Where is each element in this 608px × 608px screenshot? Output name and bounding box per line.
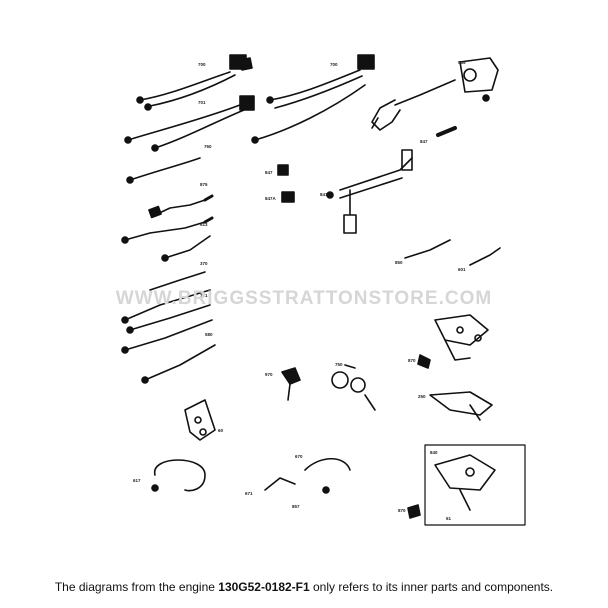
- wiring-harness-3: [251, 54, 375, 144]
- svg-text:670: 670: [295, 454, 303, 459]
- wire-lead-c: [161, 235, 211, 262]
- wire-lead-b: [121, 216, 214, 244]
- svg-text:671: 671: [245, 491, 253, 496]
- cable-pair: [404, 239, 501, 266]
- svg-text:60: 60: [218, 428, 224, 433]
- wire-lead-e: [121, 319, 216, 384]
- svg-text:741: 741: [200, 293, 208, 298]
- engine-model: 130G52-0182-F1: [218, 580, 310, 594]
- svg-text:847A: 847A: [265, 196, 277, 201]
- svg-text:370: 370: [200, 261, 208, 266]
- svg-text:585: 585: [458, 60, 466, 65]
- svg-text:61: 61: [446, 516, 452, 521]
- wire-lead-d: [121, 271, 211, 334]
- svg-text:700: 700: [330, 62, 338, 67]
- svg-text:850: 850: [395, 260, 403, 265]
- wiring-harness-2: [124, 95, 255, 184]
- footer-note: The diagrams from the engine 130G52-0182…: [0, 580, 608, 594]
- svg-text:847: 847: [265, 170, 273, 175]
- svg-text:875: 875: [200, 182, 208, 187]
- connector-small-1: [277, 164, 295, 203]
- svg-text:847: 847: [420, 139, 428, 144]
- starter-solenoid: [371, 57, 499, 137]
- svg-text:870: 870: [398, 508, 406, 513]
- throttle-assembly: [326, 149, 413, 234]
- footer-suffix: only refers to its inner parts and compo…: [309, 580, 554, 594]
- parts-diagram: 700 701 760 875 613 370 741 580 700 585 …: [121, 54, 526, 526]
- svg-text:601: 601: [458, 267, 466, 272]
- svg-text:613: 613: [200, 222, 208, 227]
- footer-prefix: The diagrams from the engine: [54, 580, 219, 594]
- svg-text:700: 700: [198, 62, 206, 67]
- control-bracket: [417, 314, 489, 369]
- wire-lead-a: [148, 194, 214, 219]
- svg-text:580: 580: [205, 332, 213, 337]
- svg-text:701: 701: [198, 100, 206, 105]
- choke-cable: [264, 457, 351, 494]
- svg-text:870: 870: [408, 358, 416, 363]
- mounting-plate: [429, 391, 493, 421]
- svg-text:840: 840: [430, 450, 438, 455]
- svg-text:970: 970: [265, 372, 273, 377]
- svg-text:250: 250: [418, 394, 426, 399]
- svg-text:760: 760: [204, 144, 212, 149]
- svg-text:841: 841: [320, 192, 328, 197]
- boxed-assembly: [407, 444, 526, 526]
- svg-text:617: 617: [133, 478, 141, 483]
- svg-text:857: 857: [292, 504, 300, 509]
- loop-wire: [151, 459, 206, 492]
- sensor-lead: [281, 367, 301, 401]
- wiring-harness-1: [136, 54, 253, 111]
- svg-text:750: 750: [335, 362, 343, 367]
- regulator-bracket: [184, 399, 216, 441]
- part-labels: 700 701 760 875 613 370 741 580 700 585 …: [133, 60, 466, 521]
- alternator-coil: [331, 364, 376, 411]
